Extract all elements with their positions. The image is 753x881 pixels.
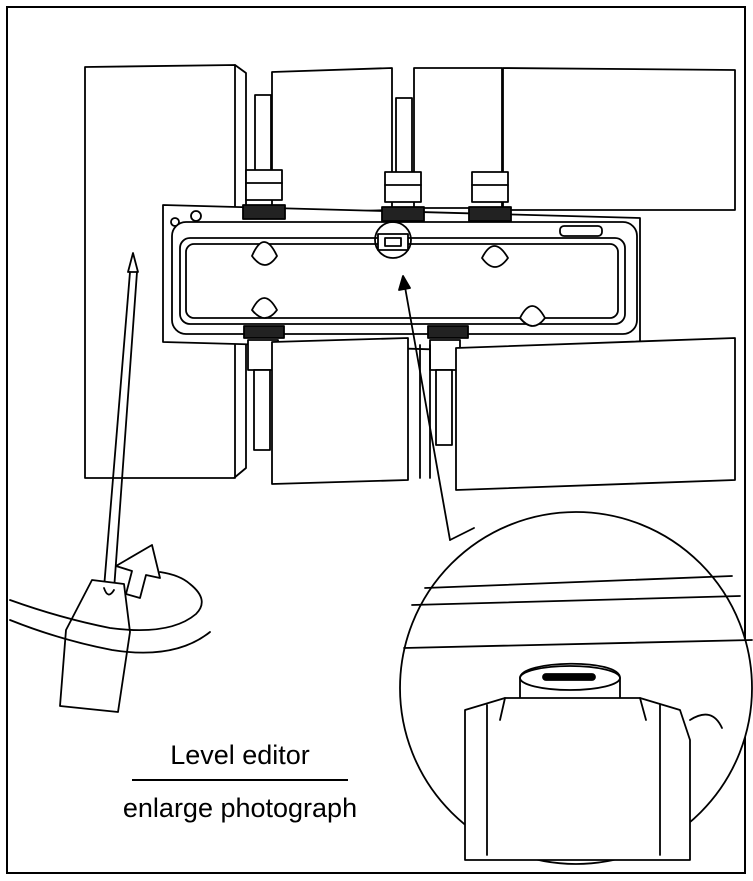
caption-title: Level editor <box>170 740 310 770</box>
upper-connector-nuts <box>242 169 512 222</box>
rotation-arrow-icon <box>9 544 211 654</box>
lower-blocks <box>271 337 736 491</box>
caption-subtitle: enlarge photograph <box>122 793 358 823</box>
caption-divider <box>132 779 348 781</box>
magnified-detail <box>399 511 753 865</box>
caption: Level editor enlarge photograph <box>90 742 390 822</box>
magnifier-leader <box>374 221 475 541</box>
